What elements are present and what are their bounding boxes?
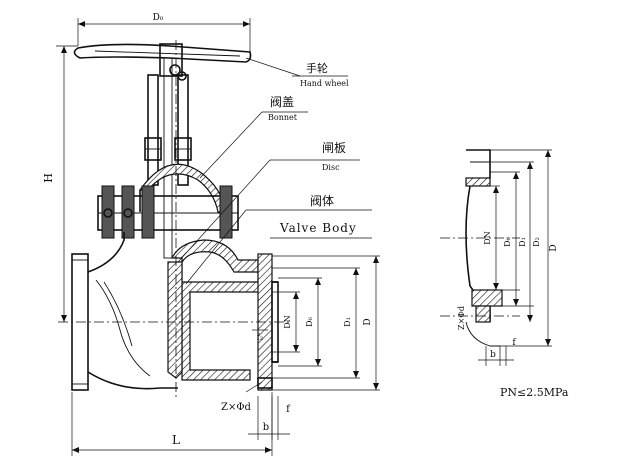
detail-dim-dn: DN — [483, 231, 492, 244]
callouts: 手轮 Hand wheel 阀盖 Bonnet 闸板 Disc 阀体 Valve… — [177, 57, 372, 285]
dim-h: H — [42, 173, 55, 183]
detail-dim-d: D — [549, 244, 559, 251]
dim-zxd: Z×Φd — [221, 402, 252, 413]
dim-d: D — [363, 318, 373, 325]
label-handwheel-en: Hand wheel — [300, 79, 349, 88]
dim-d0: D₀ — [153, 13, 164, 23]
dim-dn: DN — [283, 315, 292, 328]
label-bonnet-en: Bonnet — [268, 113, 298, 122]
valve-body — [71, 232, 279, 391]
label-body-cn: 阀体 — [310, 194, 334, 208]
hand-wheel — [73, 43, 252, 81]
bonnet — [97, 163, 239, 239]
dim-l: L — [172, 433, 180, 447]
flange-detail: DN D₆ D₁ D₂ D Z×Φd b f PN≤2.5MPa — [440, 149, 569, 399]
pressure-note: PN≤2.5MPa — [500, 386, 569, 399]
detail-dim-d2: D₂ — [532, 237, 541, 247]
main-valve: D₀ H L DN D₆ D₁ D — [42, 13, 380, 456]
dim-f: f — [286, 404, 291, 415]
label-disc-cn: 闸板 — [322, 141, 346, 155]
dim-d6: D₆ — [305, 317, 314, 327]
label-body-en: Valve Body — [279, 221, 357, 235]
detail-dim-d6: D₆ — [503, 237, 512, 247]
dim-b: b — [263, 422, 269, 433]
main-diameter-dims: DN D₆ D₁ D — [272, 255, 380, 391]
label-handwheel-cn: 手轮 — [306, 61, 328, 75]
dim-d1: D₁ — [343, 317, 352, 327]
detail-dim-f: f — [512, 338, 516, 348]
label-bonnet-cn: 阀盖 — [270, 95, 294, 109]
label-disc-en: Disc — [322, 163, 340, 172]
stem-yoke — [144, 57, 192, 259]
detail-dim-d1: D₁ — [518, 237, 527, 247]
detail-dim-b: b — [490, 350, 496, 360]
dim-f2: f₂ — [257, 333, 263, 342]
detail-dim-zxd: Z×Φd — [457, 306, 466, 330]
